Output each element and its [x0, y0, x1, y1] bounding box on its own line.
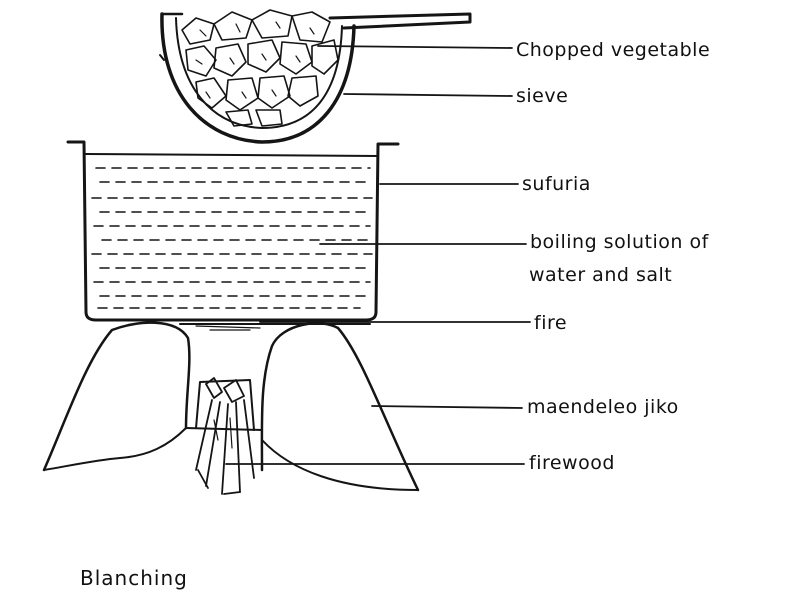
- chopped-vegetable: [181, 9, 339, 127]
- label-sieve: sieve: [516, 85, 569, 107]
- sieve: [159, 12, 472, 144]
- label-fire: fire: [534, 312, 568, 334]
- leader-lines: [225, 45, 531, 465]
- label-chopped-vegetable: Chopped vegetable: [516, 39, 711, 61]
- label-boiling-solution-line1: boiling solution of: [530, 231, 709, 253]
- fire: [179, 323, 371, 331]
- diagram-caption: Blanching: [80, 566, 188, 590]
- boiling-solution: [91, 167, 373, 309]
- label-maendeleo-jiko: maendeleo jiko: [527, 396, 679, 418]
- firewood: [195, 377, 255, 495]
- label-boiling-solution-line2: water and salt: [529, 264, 673, 286]
- label-sufuria: sufuria: [522, 173, 591, 195]
- label-firewood: firewood: [529, 452, 615, 474]
- sufuria: [66, 140, 400, 322]
